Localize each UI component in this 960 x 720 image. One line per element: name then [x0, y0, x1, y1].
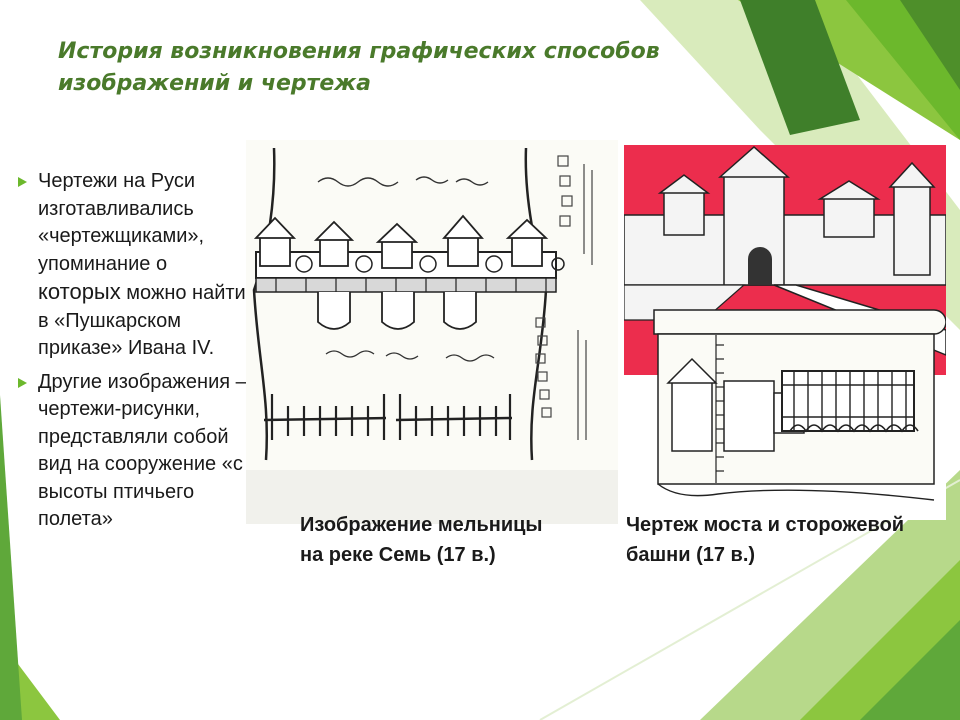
mill-caption: Изображение мельницы на реке Семь (17 в.… — [300, 514, 543, 566]
bridge-tower-drawing-icon — [624, 145, 946, 520]
bullet-text: Другие изображения – чертежи-рисунки, пр… — [38, 370, 247, 531]
bullet-list: Чертежи на Руси изготавливались «чертежщ… — [18, 168, 250, 540]
bullet-arrow-icon — [18, 377, 27, 388]
bullet-item: Другие изображения – чертежи-рисунки, пр… — [18, 369, 250, 534]
bridge-caption: Чертеж моста и сторожевой башни (17 в.) — [626, 514, 905, 566]
slide-title: История возникновения графических способ… — [58, 39, 660, 96]
bullet-text-part: Чертежи на Руси изготавливались «чертежщ… — [38, 170, 205, 275]
bullet-item: Чертежи на Руси изготавливались «чертежщ… — [18, 168, 250, 363]
bullet-emphasis: которых — [38, 279, 121, 304]
bullet-arrow-icon — [18, 177, 27, 187]
bullet-text-part: можно найти в «Пушкарском приказе» Ивана… — [38, 282, 246, 359]
mill-drawing-icon — [246, 140, 618, 524]
